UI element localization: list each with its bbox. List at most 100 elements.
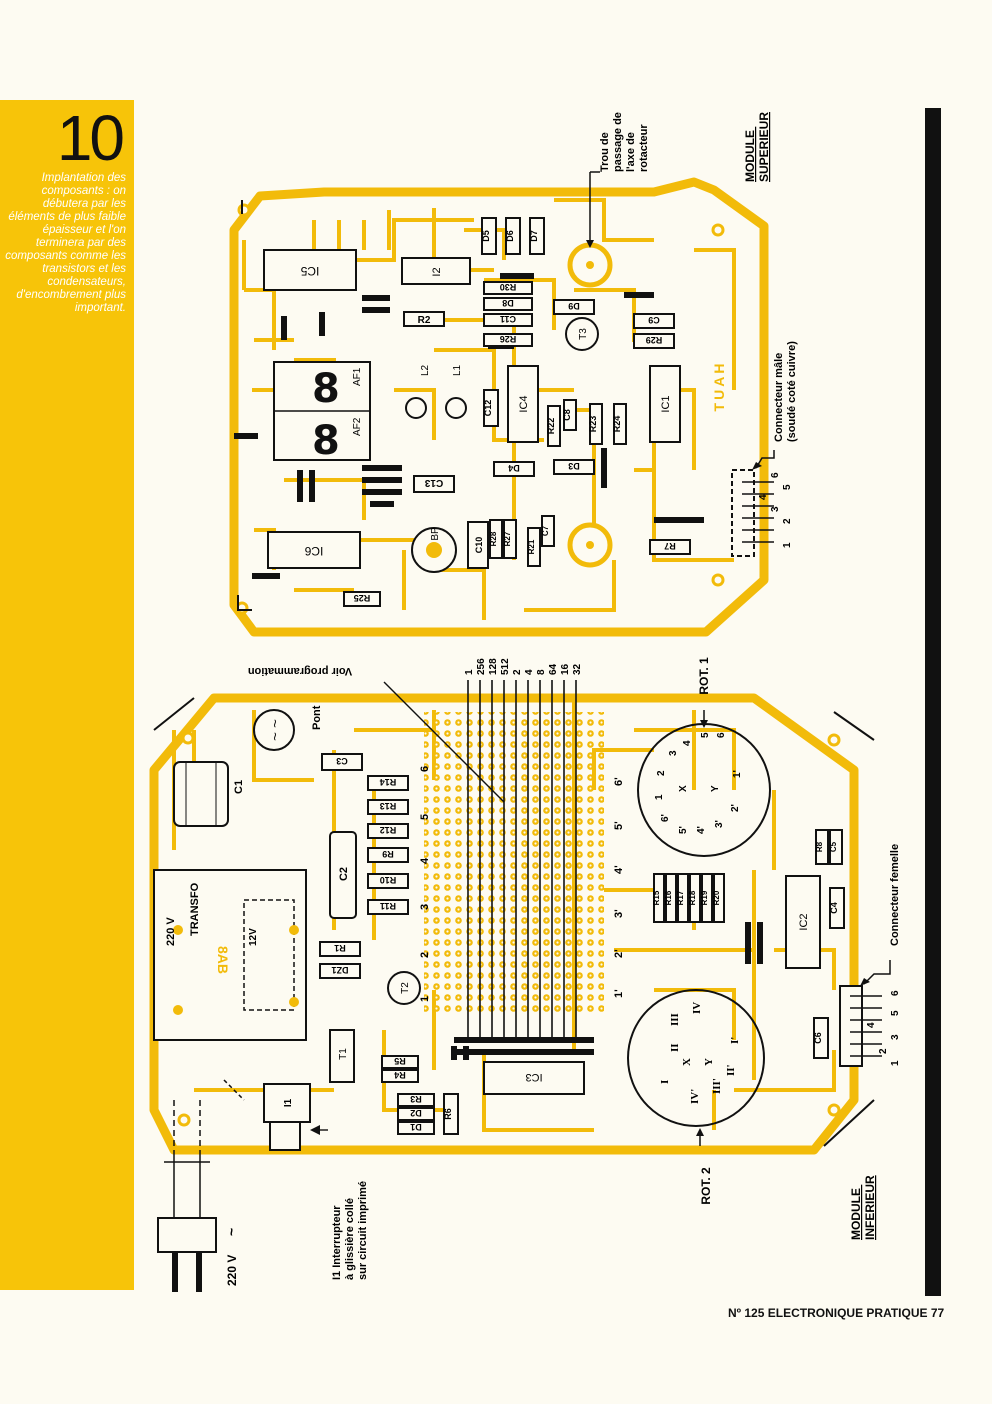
row-5-prime: 5' bbox=[613, 821, 625, 830]
r20-label: R20 bbox=[712, 890, 721, 905]
male-connector bbox=[731, 469, 755, 557]
upper-module: IC5 I2 R2 8 8 AF1 AF2 L2 L1 bbox=[229, 109, 798, 637]
prog-value-256: 256 bbox=[476, 658, 487, 675]
t1-label: T1 bbox=[338, 1048, 349, 1060]
d9 bbox=[553, 299, 595, 315]
c9 bbox=[633, 313, 675, 329]
female-pin-5: 5 bbox=[890, 1010, 901, 1016]
t3-label: T3 bbox=[578, 328, 589, 340]
i2 bbox=[401, 257, 471, 285]
programming-lines bbox=[467, 680, 577, 1040]
rot1-pin-4: 4 bbox=[682, 740, 693, 746]
rot1-pin-3: 3 bbox=[668, 750, 679, 756]
resistor-block-r15-r20: R15 R16 R17 R18 R19 R20 bbox=[652, 873, 725, 923]
transistor-t2 bbox=[387, 971, 421, 1005]
l2-label: L2 bbox=[420, 364, 431, 376]
male-pin-3: 3 bbox=[770, 506, 781, 512]
lower-module: 1 256 128 512 2 4 8 64 16 32 Voir progra… bbox=[149, 657, 901, 1292]
male-pin-4: 4 bbox=[758, 494, 769, 500]
male-connector-pins bbox=[742, 481, 774, 543]
component-layout-diagram: IC5 I2 R2 8 8 AF1 AF2 L2 L1 bbox=[149, 109, 901, 1292]
page-edge-bar bbox=[925, 108, 941, 1296]
leds bbox=[405, 397, 467, 419]
mains-ac-symbol: ~ bbox=[223, 1228, 239, 1236]
bp-label: BP bbox=[430, 527, 441, 541]
row-1: 1 bbox=[419, 996, 431, 1002]
d3 bbox=[553, 459, 595, 475]
prog-value-512: 512 bbox=[500, 658, 511, 675]
c6 bbox=[813, 1017, 829, 1059]
male-pin-5: 5 bbox=[782, 484, 793, 490]
prog-value-128: 128 bbox=[488, 658, 499, 675]
r7 bbox=[649, 539, 691, 555]
rot1-pin-4p: 4' bbox=[696, 826, 707, 834]
r29-label: R29 bbox=[646, 335, 663, 345]
mains-voltage-label: 220 V bbox=[225, 1255, 239, 1286]
transistor-t3 bbox=[565, 317, 599, 351]
r12-label: R12 bbox=[380, 825, 397, 835]
figure-caption: Implantation des composants : on débuter… bbox=[5, 172, 126, 314]
seven-segment-display: 8 8 AF1 AF2 bbox=[273, 361, 371, 464]
r4-label: R4 bbox=[394, 1070, 406, 1080]
rot2-ii: II bbox=[669, 1043, 681, 1052]
row-numbers-right: 6' 5' 4' 3' 2' 1' bbox=[613, 777, 625, 998]
svg-text:8: 8 bbox=[312, 418, 340, 464]
d5-label: D5 bbox=[481, 230, 491, 242]
r6-label: R6 bbox=[443, 1108, 453, 1120]
rot1-pin-1: 1 bbox=[654, 794, 665, 800]
capacitor-c1 bbox=[173, 761, 229, 827]
lower-module-title: MODULE INFERIEUR bbox=[849, 1175, 877, 1240]
prog-value-8: 8 bbox=[536, 669, 547, 675]
rot1-pin-1p: 1' bbox=[732, 770, 743, 778]
d6-label: D6 bbox=[505, 230, 515, 242]
r18-label: R18 bbox=[688, 890, 697, 905]
figure-sidebar: 10 Implantation des composants : on débu… bbox=[0, 100, 134, 1290]
r21-label: R21 bbox=[527, 539, 536, 554]
row-3-prime: 3' bbox=[613, 909, 625, 918]
c4 bbox=[829, 887, 845, 929]
d4-label: D4 bbox=[508, 463, 520, 473]
c5-label: C5 bbox=[829, 841, 838, 852]
rotary-switch-2: ROT. 2 I II III IV I' II' III' IV' X Y bbox=[627, 989, 765, 1205]
upper-module-title: MODULE SUPERIEUR bbox=[743, 112, 771, 182]
t2-label: T2 bbox=[400, 982, 411, 994]
resistor-stack-top: R30 D8 C11 R26 bbox=[483, 281, 533, 347]
ic5-label: IC5 bbox=[300, 264, 319, 278]
rot2-y: Y bbox=[703, 1058, 715, 1066]
rot1-x: X bbox=[678, 785, 689, 792]
row-1-prime: 1' bbox=[613, 989, 625, 998]
r15-label: R15 bbox=[652, 890, 661, 905]
ic1-label: IC1 bbox=[660, 395, 672, 412]
lower-left-caps: C10 R28 R27 R21 C7 bbox=[467, 515, 555, 569]
l1-label: L1 bbox=[452, 364, 463, 376]
programming-grid bbox=[424, 712, 604, 1012]
c13-label: C13 bbox=[424, 477, 443, 488]
r16-label: R16 bbox=[664, 890, 673, 905]
c11-label: C11 bbox=[500, 314, 516, 324]
hole-note: Trou de passage de l'axe de rotacteur bbox=[599, 109, 650, 172]
prog-value-16: 16 bbox=[560, 663, 571, 675]
row-4: 4 bbox=[419, 857, 431, 864]
rot1-pin-2p: 2' bbox=[730, 804, 741, 812]
transfo-label: TRANSFO bbox=[189, 882, 201, 936]
c8-label: C8 bbox=[562, 409, 572, 421]
pont-label: Pont bbox=[311, 705, 323, 730]
rot1-pin-3p: 3' bbox=[714, 820, 725, 828]
middle-resistors: R22 C8 R23 R24 bbox=[546, 399, 627, 447]
c10-label: C10 bbox=[474, 537, 484, 554]
svg-text:~ ~: ~ ~ bbox=[267, 719, 284, 741]
capacitor-c2 bbox=[329, 831, 357, 919]
r17-label: R17 bbox=[676, 890, 685, 905]
i2-label: I2 bbox=[431, 267, 443, 276]
svg-text:8: 8 bbox=[312, 366, 340, 412]
switch-note: I1 Interrupteur à glissière collé sur ci… bbox=[331, 1181, 369, 1280]
ic4-label: IC4 bbox=[518, 395, 530, 412]
lower-jumpers bbox=[451, 922, 763, 1060]
row-6-prime: 6' bbox=[613, 777, 625, 786]
r5-label: R5 bbox=[394, 1056, 406, 1066]
c6-label: C6 bbox=[813, 1032, 823, 1044]
c2-label: C2 bbox=[338, 867, 350, 881]
male-pin-2: 2 bbox=[782, 518, 793, 524]
c4-label: C4 bbox=[829, 902, 839, 914]
rot2-label: ROT. 2 bbox=[699, 1167, 713, 1205]
